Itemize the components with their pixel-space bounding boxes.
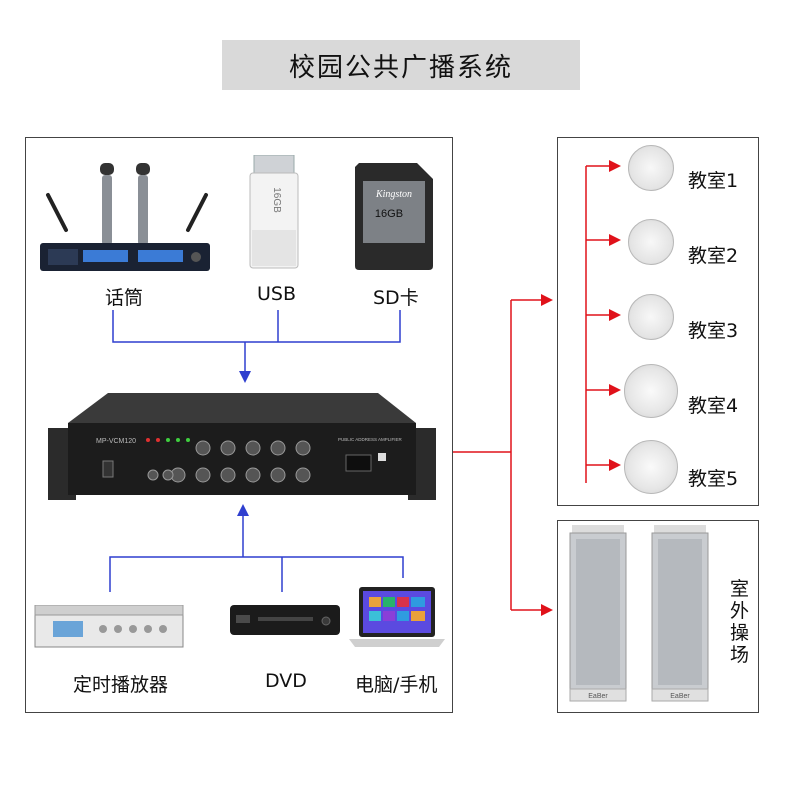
laptop-icon (349, 587, 445, 647)
column-speaker-icon: EaBer (569, 525, 627, 702)
dvd-label: DVD (265, 670, 307, 692)
column-speaker-brand-text: EaBer (588, 693, 608, 700)
timer-player-icon (34, 605, 184, 648)
timer-player-label: 定时播放器 (73, 674, 169, 696)
ceiling-speaker-icon (628, 294, 674, 340)
classroom-label: 教室4 (688, 395, 739, 417)
sd-brand-text: Kingston (375, 189, 412, 200)
amplifier-model-text: MP-VCM120 (96, 438, 136, 445)
column-speaker-brand-text: EaBer (670, 693, 690, 700)
ceiling-speaker-icon (628, 219, 674, 265)
ceiling-speaker-icon (624, 364, 678, 418)
sd-card-icon: Kingston 16GB (355, 163, 433, 270)
output-connector (453, 160, 621, 616)
ceiling-speaker-icon (624, 440, 678, 494)
outdoor-label: 室外操场 (730, 578, 750, 666)
ceiling-speaker-icon (628, 145, 674, 191)
sd-label: SD卡 (373, 287, 419, 309)
diagram-title: 校园公共广播系统 (222, 40, 580, 90)
classroom-label: 教室3 (688, 320, 739, 342)
dvd-player-icon (230, 605, 340, 635)
amplifier-icon: MP-VCM120 PUBLIC ADDRESS AMPLIFIER (48, 393, 436, 500)
bottom-input-connector (109, 504, 404, 592)
usb-capacity-text: 16GB (271, 187, 282, 213)
wireless-microphone-icon (40, 163, 210, 271)
top-input-connector (112, 310, 401, 383)
mic-label: 话筒 (105, 287, 144, 309)
classroom-label: 教室5 (688, 468, 739, 490)
sd-capacity-text: 16GB (375, 208, 403, 220)
column-speaker-icon: EaBer (651, 525, 709, 702)
classroom-label: 教室1 (688, 170, 739, 192)
usb-label: USB (257, 283, 297, 305)
classroom-label: 教室2 (688, 245, 739, 267)
pc-phone-label: 电脑/手机 (355, 674, 438, 696)
usb-drive-icon: 16GB (249, 155, 299, 269)
amplifier-panel-text: PUBLIC ADDRESS AMPLIFIER (338, 437, 403, 442)
